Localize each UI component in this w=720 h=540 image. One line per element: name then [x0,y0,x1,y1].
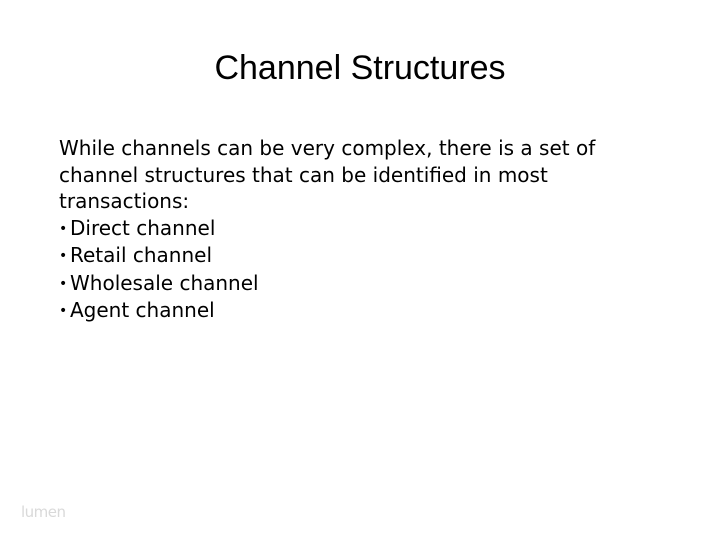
bullet-item: •Wholesale channel [59,270,659,298]
bullet-list: •Direct channel •Retail channel •Wholesa… [59,215,659,325]
intro-text: While channels can be very complex, ther… [59,136,596,213]
bullet-text: Direct channel [70,215,216,240]
bullet-text: Retail channel [70,243,213,267]
bullet-text: Agent channel [70,298,215,322]
bullet-text: Wholesale channel [70,270,259,295]
bullet-icon: • [59,248,68,264]
bullet-icon: • [59,275,68,292]
bullet-item: •Retail channel [59,242,659,270]
bullet-item: •Direct channel [59,215,659,243]
bullet-item: •Agent channel [59,297,659,325]
bullet-icon: • [59,303,68,319]
slide-title: Channel Structures [214,49,506,87]
slide-body: While channels can be very complex, ther… [59,135,659,325]
bullet-icon: • [59,220,68,237]
lumen-logo: lumen [21,503,66,521]
